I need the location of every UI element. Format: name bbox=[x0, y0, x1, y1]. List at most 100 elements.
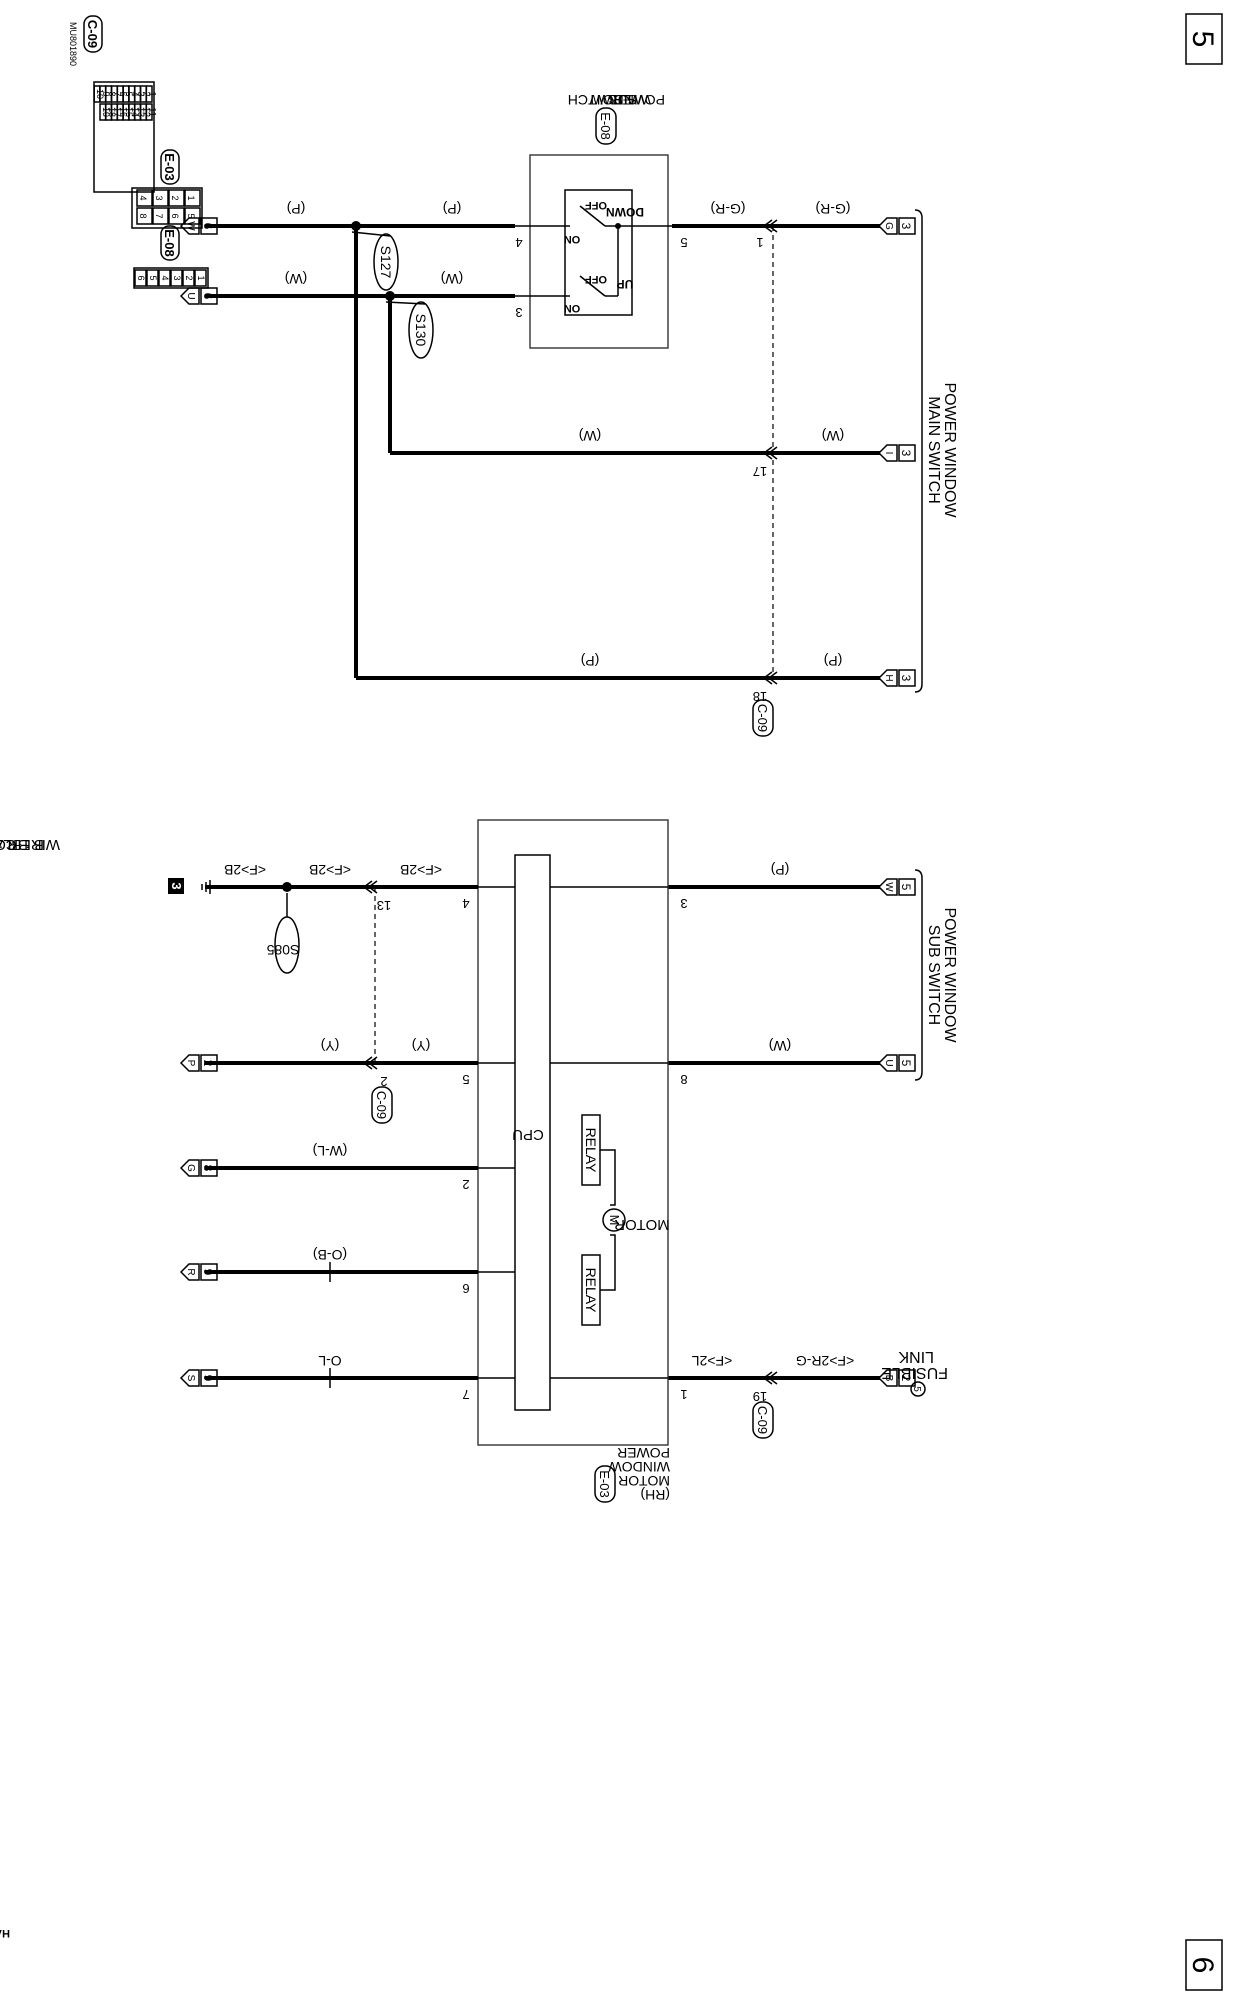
sub-ref-u: 6U bbox=[179, 287, 218, 305]
ref-wl-g: 8G bbox=[179, 1159, 218, 1177]
switch-down-off: OFF bbox=[585, 199, 607, 211]
motor-connector-e03-text: E-03 bbox=[597, 1470, 612, 1497]
ground-symbol: 3 bbox=[168, 878, 211, 894]
pin-y-2-a bbox=[367, 1056, 378, 1070]
wire-p-sub-label-inner: (P) bbox=[443, 201, 462, 217]
wire-y-label-inner: (Y) bbox=[412, 1038, 431, 1054]
sub-e08-connector-text: E-08 bbox=[598, 112, 613, 139]
ref-y-p: 2P bbox=[179, 1054, 218, 1072]
page-number-left: 5 bbox=[1186, 31, 1219, 48]
e03-pins-pin: 3 bbox=[154, 195, 164, 200]
motor-module-box bbox=[477, 819, 669, 1446]
pin-main-18 bbox=[762, 671, 778, 685]
wire-ground-label-1: <F>2B bbox=[400, 862, 442, 878]
splice-s085-dot bbox=[282, 882, 292, 892]
sub-ref-u-arrow bbox=[179, 287, 200, 305]
sub-ref-u-letter: U bbox=[185, 292, 196, 299]
fusible-ref-b-page: 2 bbox=[899, 1375, 913, 1382]
pin-motor-2-num: 2 bbox=[462, 1177, 469, 1192]
e08-pins-cell bbox=[158, 269, 171, 287]
y-connector-c09-frame bbox=[371, 1086, 393, 1124]
fusible-title-2: LINK bbox=[898, 1348, 934, 1365]
splice-s127-leader bbox=[351, 231, 391, 237]
motor-circle bbox=[602, 1208, 626, 1232]
e08-pins-pin: 4 bbox=[160, 275, 170, 280]
pin-fusible-19-num: 19 bbox=[753, 1389, 767, 1404]
legend-line-1: B : BLACK LG : LIGHT GREEN G : GREEN L :… bbox=[0, 836, 44, 853]
wire-fusible-inner-label: <F>2L bbox=[692, 1353, 733, 1369]
e08-pins-cell bbox=[134, 269, 147, 287]
switch-up-on: ON bbox=[564, 302, 581, 314]
e08-pins-pin: 2 bbox=[184, 275, 194, 280]
e08-pins-cell bbox=[182, 269, 195, 287]
splice-s127-oval bbox=[373, 233, 399, 291]
c09-pins-pin: 17 bbox=[113, 107, 123, 117]
pin-motor-6-num: 6 bbox=[462, 1281, 469, 1296]
sub-ref-w-page: 6 bbox=[201, 223, 215, 230]
main-ref-h: 3H bbox=[877, 669, 916, 687]
y-connector-c09: C-09 bbox=[371, 1086, 393, 1124]
main-ref-h-box bbox=[898, 669, 916, 687]
wire-w-main-label-outer: (W) bbox=[822, 428, 845, 444]
sub-switch-title-3: SUB bbox=[608, 92, 637, 108]
connector-c09-view: C-09 MU801890 12345678910111213141516171… bbox=[68, 15, 157, 193]
pin-y-2-b bbox=[362, 1056, 373, 1070]
ground-marker-num: 3 bbox=[169, 882, 184, 889]
ref-ol-s: 9S bbox=[179, 1369, 218, 1387]
pin-main-17-a bbox=[767, 446, 778, 460]
cpu-box bbox=[514, 854, 551, 1411]
pin-ground-13-b bbox=[362, 880, 373, 894]
motor-title-4: (RH) bbox=[640, 1487, 670, 1503]
main-ref-h-page: 3 bbox=[899, 675, 913, 682]
wire-fusible-outer-label: <F>2R-G bbox=[796, 1353, 854, 1369]
page-number-5: 5 bbox=[1185, 13, 1223, 65]
wire-g-r-label-inner: (G-R) bbox=[711, 201, 746, 217]
page-number-right: 6 bbox=[1186, 1957, 1219, 1974]
sub-e08-connector: E-08 bbox=[595, 107, 617, 145]
c09-pins-pin: 10 bbox=[95, 89, 105, 99]
wire-ground-label-3: <F>2B bbox=[224, 862, 266, 878]
pin-main-1-b bbox=[762, 219, 773, 233]
relay-2: RELAY bbox=[581, 1254, 601, 1326]
main-switch-bracket bbox=[914, 209, 923, 693]
legend-title: WIRE COLOR CODE bbox=[0, 836, 60, 853]
c09-label: C-09 bbox=[85, 20, 100, 48]
splice-s127-label: S127 bbox=[378, 246, 394, 279]
diagram-code: HAP11M01CC bbox=[0, 1927, 10, 1939]
motor-wire-a bbox=[600, 1149, 616, 1206]
ref-y-p-arrow bbox=[179, 1054, 200, 1072]
sub-switch-title-2: WINDOW bbox=[589, 92, 651, 108]
sub-switch-title-1: POWER bbox=[612, 92, 665, 108]
ref-ol-s-box bbox=[200, 1369, 218, 1387]
ref-ob-r-arrow bbox=[179, 1263, 200, 1281]
ref-wl-g-letter: G bbox=[185, 1164, 196, 1172]
pin-sub-3-num: 3 bbox=[515, 305, 522, 320]
c09-part-number: MU801890 bbox=[68, 22, 78, 66]
fusible-connector-c09-frame bbox=[752, 1401, 774, 1439]
motor-title-1: POWER bbox=[617, 1445, 670, 1461]
c09-pins-pin: 15 bbox=[124, 107, 134, 117]
main-switch-title-line1: POWER WINDOW bbox=[941, 382, 958, 518]
wire-y-label-outer: (Y) bbox=[321, 1038, 340, 1054]
wire-w-sub-label-inner: (W) bbox=[441, 271, 464, 287]
ref-wl-g-box bbox=[200, 1159, 218, 1177]
pin-y-2-num: 2 bbox=[380, 1074, 387, 1089]
c09-pins-pin: 18 bbox=[107, 107, 117, 117]
pin-ground-13-a bbox=[367, 880, 378, 894]
relay-1-label: RELAY bbox=[583, 1128, 599, 1174]
pin-fusible-19-b bbox=[762, 1371, 773, 1385]
fusible-ref-b: 2B bbox=[877, 1369, 916, 1387]
main-ref-g-arrow bbox=[877, 217, 898, 235]
sub-ref-u-page: 6 bbox=[201, 293, 215, 300]
splice-s130-oval bbox=[408, 301, 434, 359]
